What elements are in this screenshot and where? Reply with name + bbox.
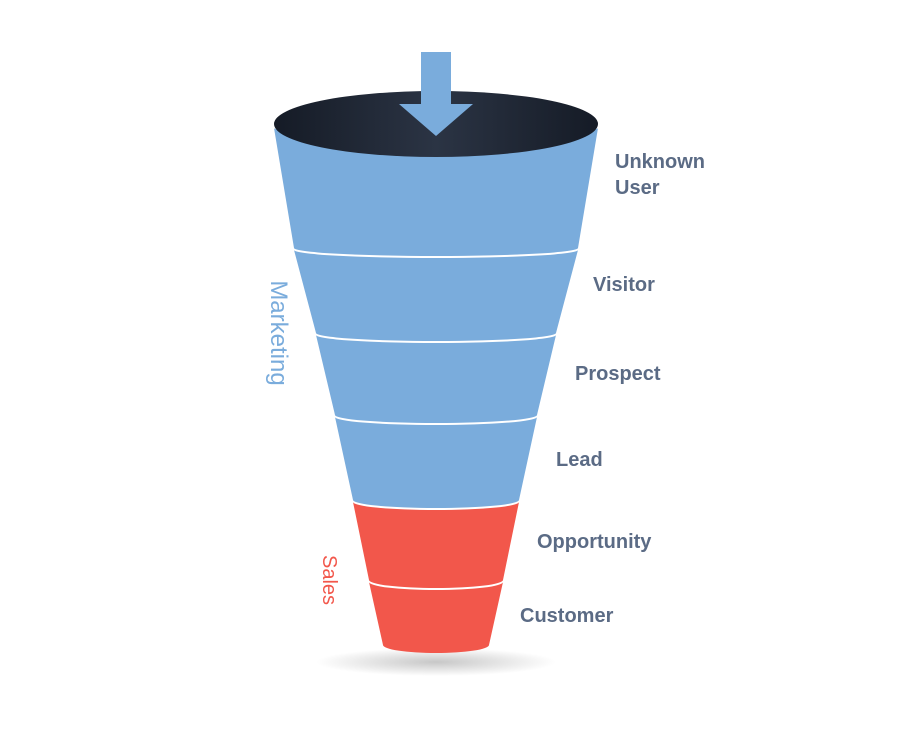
funnel-segments	[274, 128, 598, 653]
funnel-segment-unknown-user	[274, 128, 598, 256]
stage-label-line: Unknown	[615, 151, 705, 173]
funnel-segment-customer	[369, 582, 503, 653]
stage-label-visitor: Visitor	[593, 274, 655, 296]
stage-label-line: Customer	[520, 605, 614, 627]
stage-label-customer: Customer	[520, 605, 614, 627]
group-label-marketing: Marketing	[265, 280, 292, 385]
stage-label-line: Opportunity	[537, 531, 652, 553]
arrow-down-icon	[399, 52, 473, 136]
stage-label-line: Visitor	[593, 274, 655, 296]
stage-label-line: User	[615, 177, 660, 199]
funnel-segment-lead	[335, 417, 537, 508]
stage-label-opportunity: Opportunity	[537, 531, 652, 553]
group-label-sales: Sales	[318, 555, 340, 605]
stage-label-line: Prospect	[575, 363, 661, 385]
funnel-segment-visitor	[294, 250, 578, 341]
stage-label-prospect: Prospect	[575, 363, 661, 385]
funnel-segment-opportunity	[353, 502, 519, 588]
funnel-segment-prospect	[316, 335, 556, 423]
stage-label-line: Lead	[556, 449, 603, 471]
stage-label-lead: Lead	[556, 449, 603, 471]
funnel-shadow	[316, 648, 556, 676]
